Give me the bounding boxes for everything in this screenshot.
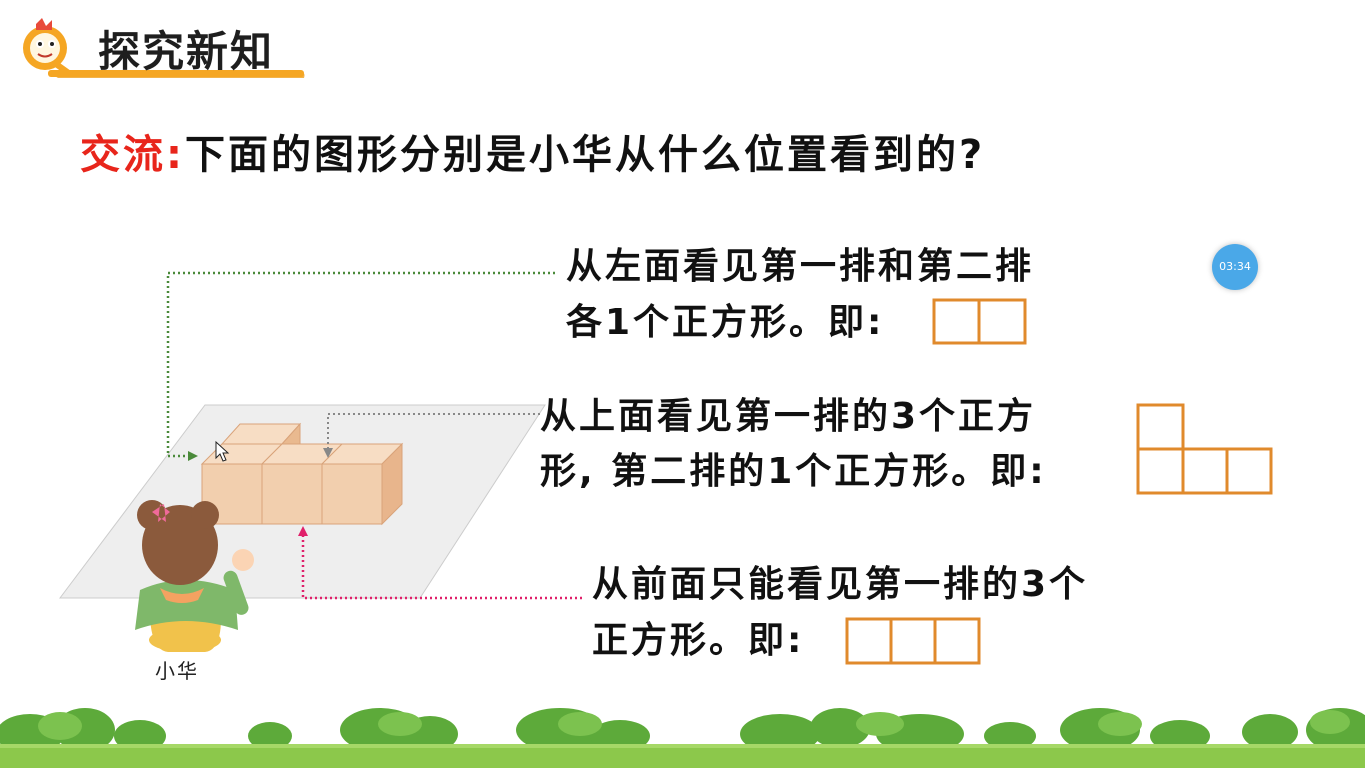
section-header: 探究新知: [18, 8, 308, 80]
header-banner: [48, 70, 305, 78]
grass-footer: [0, 708, 1365, 768]
front-view-line2: 正方形。即:: [592, 620, 805, 661]
kid-xiaohua-figure: [135, 500, 254, 652]
left-view-line2: 各1个正方形。即:: [566, 302, 885, 343]
mouse-cursor-icon: [215, 440, 230, 462]
question-label: 交流:: [80, 132, 185, 178]
top-view-line1: 从上面看见第一排的3个正方: [540, 396, 1037, 437]
left-view-line1: 从左面看见第一排和第二排: [566, 246, 1035, 287]
top-view-arrow: [323, 413, 540, 458]
front-view-grid: [845, 617, 981, 665]
question-line: 交流:下面的图形分别是小华从什么位置看到的?: [80, 122, 985, 180]
left-view-grid: [932, 298, 1027, 345]
page-title: 探究新知: [98, 27, 275, 76]
front-view-line1: 从前面只能看见第一排的3个: [592, 564, 1089, 605]
question-text: 下面的图形分别是小华从什么位置看到的?: [185, 132, 986, 178]
cartoon-q-logo-icon: [23, 18, 73, 77]
top-view-line2: 形, 第二排的1个正方形。即:: [540, 451, 1047, 492]
timer-badge[interactable]: 03:34: [1212, 244, 1258, 290]
person-label: 小华: [155, 659, 199, 683]
cube-front-row: [200, 442, 404, 526]
left-view-arrow: [166, 271, 555, 461]
top-view-grid: [1136, 403, 1273, 495]
front-view-arrow: [298, 526, 582, 600]
